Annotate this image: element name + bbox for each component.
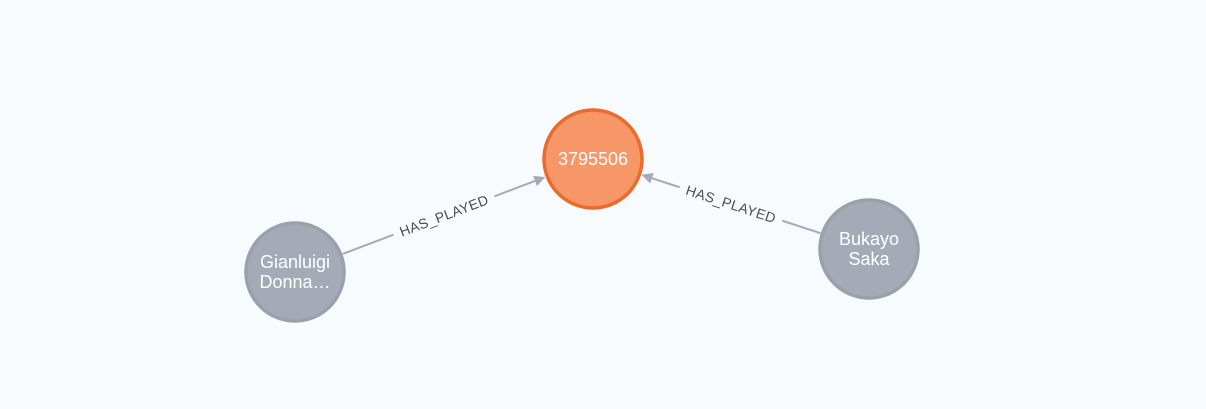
node-label: 3795506: [558, 149, 628, 169]
node-label: Gianluigi: [260, 252, 330, 272]
node-circle: [818, 198, 920, 300]
relationship-line: [651, 177, 680, 189]
arrowhead-icon: [533, 175, 546, 187]
node-match[interactable]: 3795506: [542, 108, 644, 210]
relationship-line: [494, 180, 536, 198]
node-gianluigi[interactable]: GianluigiDonna…: [244, 221, 346, 323]
arrowhead-icon: [641, 172, 654, 184]
node-circle: [542, 108, 644, 210]
node-circle: [244, 221, 346, 323]
node-label: Saka: [848, 249, 890, 269]
relationship-bukayo-match[interactable]: HAS_PLAYED: [641, 172, 821, 235]
relationship-label: HAS_PLAYED: [684, 182, 778, 226]
node-label: Bukayo: [839, 229, 899, 249]
node-label: Donna…: [259, 272, 330, 292]
relationship-line: [342, 233, 394, 255]
relationship-gianluigi-match[interactable]: HAS_PLAYED: [342, 175, 546, 255]
relationship-label: HAS_PLAYED: [397, 191, 490, 239]
relationship-line: [782, 219, 821, 235]
